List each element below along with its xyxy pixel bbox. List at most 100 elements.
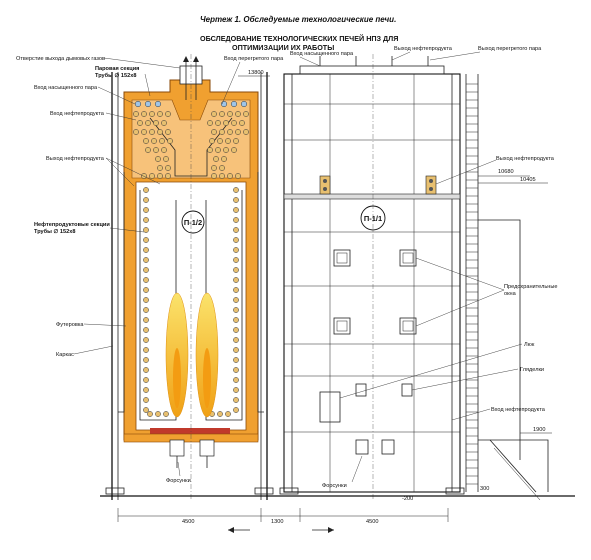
leader-flue-gas-outlet	[103, 57, 181, 69]
convection-tube	[235, 111, 241, 117]
dim-10405: 10405	[520, 177, 536, 183]
convection-tube	[213, 156, 219, 162]
radiant-tube	[225, 411, 231, 417]
convection-tube	[215, 147, 221, 153]
convection-tube	[233, 138, 239, 144]
dim-width-left: 4500	[182, 519, 194, 525]
burner-left	[169, 439, 185, 457]
radiant-tube	[143, 227, 149, 233]
label-superheated-steam-in: Вход перегретого пара	[224, 56, 284, 62]
convection-tube	[219, 129, 225, 135]
radiant-wall-tubes	[143, 187, 239, 417]
radiant-tube	[233, 317, 239, 323]
steam-tube	[144, 100, 152, 108]
radiant-tube	[233, 327, 239, 333]
radiant-tube	[233, 187, 239, 193]
view-arrowhead-left	[228, 527, 234, 533]
leader-right-oil-out-top	[391, 51, 411, 61]
radiant-tube	[233, 217, 239, 223]
convection-tube	[165, 165, 171, 171]
radiant-tube	[143, 297, 149, 303]
radiant-tube	[233, 407, 239, 413]
leader-safety-windows-2	[415, 289, 505, 327]
drawing-caption: Чертеж 1. Обследуемые технологические пе…	[200, 15, 396, 24]
radiant-tube	[233, 337, 239, 343]
right-burner-left	[355, 439, 369, 455]
convection-tube	[223, 147, 229, 153]
radiant-tube	[143, 217, 149, 223]
radiant-tube	[233, 237, 239, 243]
convection-tube	[211, 129, 217, 135]
convection-tube	[215, 120, 221, 126]
left-base-pad-2	[254, 487, 274, 495]
convection-tube	[227, 129, 233, 135]
radiant-tube	[143, 287, 149, 293]
convection-tube	[227, 111, 233, 117]
convection-tube	[211, 173, 217, 179]
convection-tube	[157, 111, 163, 117]
flue-arrowhead-left	[183, 56, 189, 62]
radiant-tube	[143, 277, 149, 283]
convection-tube	[161, 147, 167, 153]
radiant-tube	[143, 267, 149, 273]
convection-tube	[145, 120, 151, 126]
convection-tube	[137, 120, 143, 126]
dim-10680: 10680	[498, 169, 514, 175]
radiant-tube	[143, 407, 149, 413]
radiant-tube	[143, 387, 149, 393]
convection-tube	[231, 120, 237, 126]
radiant-tube	[233, 347, 239, 353]
leader-right-oil-in	[451, 408, 491, 421]
convection-tube	[149, 173, 155, 179]
label-lining: Футеровка	[56, 322, 84, 328]
radiant-tube	[233, 307, 239, 313]
burner-right	[199, 439, 215, 457]
convection-tube	[141, 129, 147, 135]
convection-tube	[239, 120, 245, 126]
convection-tube	[157, 165, 163, 171]
radiant-tube	[143, 237, 149, 243]
convection-tube	[243, 129, 249, 135]
leader-steam-section	[144, 73, 151, 97]
convection-tube	[209, 138, 215, 144]
convection-tube	[225, 138, 231, 144]
convection-tube	[235, 173, 241, 179]
radiant-tube	[233, 227, 239, 233]
convection-tube	[145, 147, 151, 153]
convection-tube	[217, 138, 223, 144]
leader-right-superheated-steam-out	[429, 51, 481, 61]
steam-section-tubes	[134, 100, 248, 108]
convection-tube	[149, 111, 155, 117]
label-safety-windows-1: Предохранительные	[504, 284, 558, 290]
dim-width-right: 4500	[366, 519, 378, 525]
label-peepholes: Гляделки	[520, 367, 544, 373]
radiant-tube	[143, 257, 149, 263]
convection-tube	[207, 147, 213, 153]
dim-13800: 13800	[248, 70, 264, 76]
label-oil-in: Вход нефтепродукта	[50, 111, 105, 117]
stair-rungs	[466, 83, 478, 485]
platform-10680	[283, 193, 461, 200]
convection-tube	[161, 120, 167, 126]
burner-floor-refractory	[150, 428, 230, 434]
radiant-tube	[233, 357, 239, 363]
convection-tube	[155, 156, 161, 162]
convection-tube	[243, 111, 249, 117]
radiant-tube	[233, 207, 239, 213]
label-safety-windows-2: окна	[504, 291, 517, 297]
leader-right-oil-out-mid	[435, 159, 497, 185]
dim-1900: 1900	[533, 427, 545, 433]
leader-burners-left	[177, 461, 181, 477]
radiant-tube	[233, 387, 239, 393]
left-furnace-section: П-1/2	[105, 54, 274, 500]
left-base-pad-1	[105, 487, 125, 495]
label-oil-sections-1: Нефтепродуктовые секции	[34, 221, 110, 228]
radiant-tube	[147, 411, 153, 417]
safety-window-4-inner	[402, 320, 414, 332]
label-flue-gas-outlet: Отверстие выхода дымовых газов	[16, 56, 105, 62]
convection-tube-bank	[133, 111, 249, 179]
radiant-tube	[143, 197, 149, 203]
radiant-tube	[143, 207, 149, 213]
oil-outlet-right-flange-1	[429, 179, 433, 183]
right-base-pad-1	[279, 487, 299, 495]
